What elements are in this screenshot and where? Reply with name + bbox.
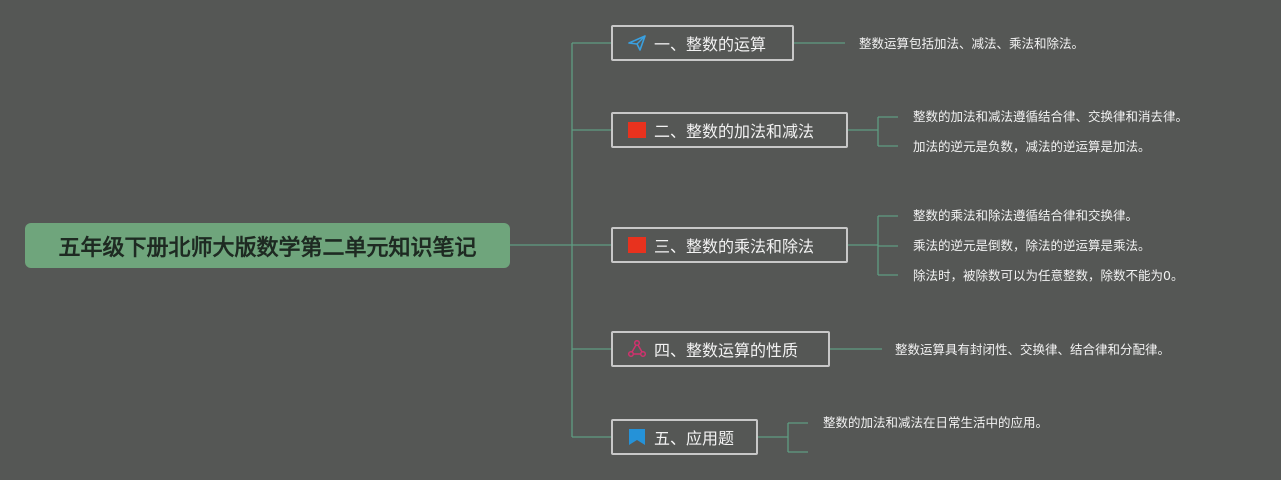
root-title: 五年级下册北师大版数学第二单元知识笔记 (58, 235, 477, 261)
note-5-1[interactable]: 整数的加法和减法在日常生活中的应用。 (823, 415, 1049, 430)
topic-label: 一、整数的运算 (654, 35, 767, 54)
share-nodes-icon (627, 339, 647, 359)
topic-label: 三、整数的乘法和除法 (654, 237, 815, 256)
note-1-1[interactable]: 整数运算包括加法、减法、乘法和除法。 (859, 36, 1085, 51)
note-4-1[interactable]: 整数运算具有封闭性、交换律、结合律和分配律。 (895, 342, 1171, 357)
paper-plane-icon (627, 33, 647, 53)
root-topic[interactable]: 五年级下册北师大版数学第二单元知识笔记 (25, 223, 510, 268)
note-3-1[interactable]: 整数的乘法和除法遵循结合律和交换律。 (913, 208, 1139, 223)
red-square-flag-icon (627, 235, 647, 255)
link-note-5-branch (758, 422, 808, 453)
note-3-3[interactable]: 除法时，被除数可以为任意整数，除数不能为0。 (913, 268, 1184, 283)
topic-label: 四、整数运算的性质 (654, 341, 799, 360)
red-square-flag-icon (627, 120, 647, 140)
topic-label: 二、整数的加法和减法 (654, 122, 815, 141)
topic-addition-subtraction[interactable]: 二、整数的加法和减法 (611, 112, 848, 148)
topic-word-problems[interactable]: 五、应用题 (611, 419, 758, 455)
topic-integer-operations[interactable]: 一、整数的运算 (611, 25, 794, 61)
blue-flag-icon (627, 427, 647, 447)
link-note-2-branch (848, 116, 898, 147)
topic-multiplication-division[interactable]: 三、整数的乘法和除法 (611, 227, 848, 263)
note-2-1[interactable]: 整数的加法和减法遵循结合律、交换律和消去律。 (913, 109, 1189, 124)
topic-operation-properties[interactable]: 四、整数运算的性质 (611, 331, 830, 367)
link-note-3-branch (848, 215, 898, 276)
note-2-2[interactable]: 加法的逆元是负数，减法的逆运算是加法。 (913, 139, 1151, 154)
topic-label: 五、应用题 (654, 429, 735, 448)
note-3-2[interactable]: 乘法的逆元是倒数，除法的逆运算是乘法。 (913, 238, 1151, 253)
